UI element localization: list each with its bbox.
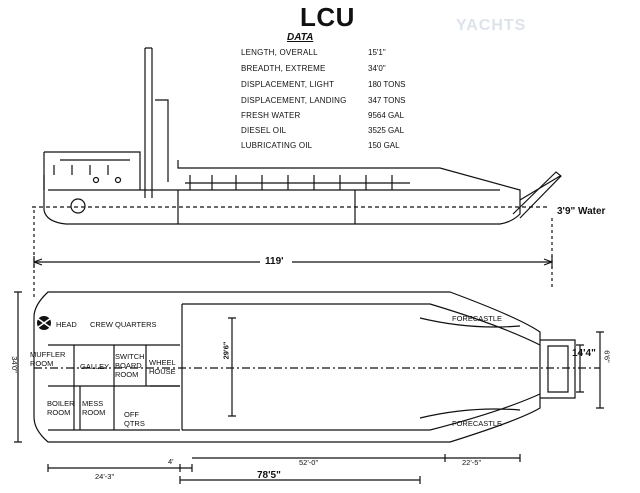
plan-view <box>33 291 600 443</box>
room-crew-quarters: CREW QUARTERS <box>90 320 157 329</box>
spec-value: 34'0" <box>368 64 386 73</box>
mid-section-label: 52'-0" <box>299 458 319 467</box>
spec-label: FRESH WATER <box>241 111 301 120</box>
room-boiler: BOILER ROOM <box>47 399 75 417</box>
spec-label: DISPLACEMENT, LANDING <box>241 96 347 105</box>
fwd-section-label: 22'-5" <box>462 458 482 467</box>
ramp-width-label: 14'4" <box>572 348 596 359</box>
anchor-icon <box>36 316 52 330</box>
forecastle-bottom-label: FORECASTLE <box>452 419 503 428</box>
room-galley: GALLEY <box>80 362 110 371</box>
spec-label: LUBRICATING OIL <box>241 141 313 150</box>
spec-label: DIESEL OIL <box>241 126 287 135</box>
beam-label: 34'0" <box>9 356 19 373</box>
watermark: YACHTS <box>456 17 527 34</box>
spec-label: LENGTH, OVERALL <box>241 48 318 57</box>
spec-value: 347 TONS <box>368 96 406 105</box>
water-depth-label: 3'9" Water <box>557 206 606 217</box>
spec-value: 3525 GAL <box>368 126 405 135</box>
data-heading: DATA <box>287 32 314 43</box>
deck-width-label: 29'6" <box>221 341 231 360</box>
spec-value: 180 TONS <box>368 80 406 89</box>
small-offset-label: 4' <box>168 457 174 466</box>
forecastle-top-label: FORECASTLE <box>452 314 503 323</box>
drawing-title: LCU <box>300 2 355 32</box>
room-muffler: MUFFLER ROOM <box>30 350 66 368</box>
plan-dimensions <box>14 291 604 484</box>
length-dimension <box>33 210 553 300</box>
room-officer-quarters: OFF QTRS <box>124 410 145 428</box>
room-mess: MESS ROOM <box>82 399 106 417</box>
spec-value: 15'1" <box>368 48 386 57</box>
spec-value: 9564 GAL <box>368 111 405 120</box>
side-profile <box>32 47 562 225</box>
spec-label: DISPLACEMENT, LIGHT <box>241 80 335 89</box>
spec-label: BREADTH, EXTREME <box>241 64 326 73</box>
ramp-small-label: 6'6" <box>602 350 612 363</box>
spec-value: 150 GAL <box>368 141 400 150</box>
room-switchboard: SWITCH BOARD ROOM <box>115 352 145 379</box>
length-overall-label: 119' <box>265 256 284 267</box>
room-wheelhouse: WHEEL HOUSE <box>149 358 176 376</box>
room-head: HEAD <box>56 320 77 329</box>
aft-section-label: 24'-3" <box>95 472 115 481</box>
overall-plan-label: 78'5" <box>257 470 281 481</box>
